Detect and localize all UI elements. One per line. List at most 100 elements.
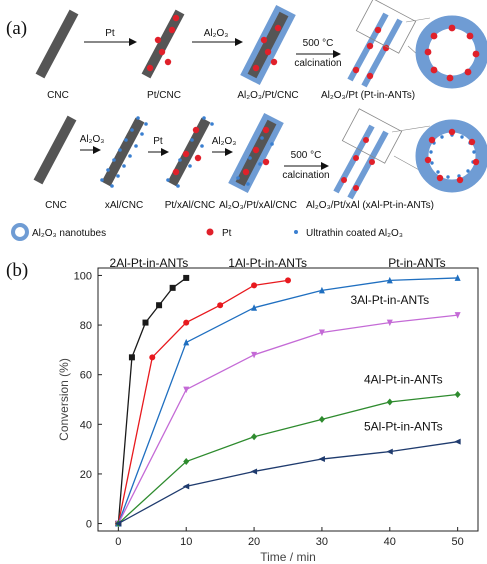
data-point [386, 398, 393, 406]
data-point [251, 433, 258, 441]
legend-ring-label: Al₂O₃ nanotubes [32, 228, 106, 239]
data-point [149, 354, 156, 361]
series-Pt-in-ANTs: Pt-in-ANTs [115, 256, 461, 527]
data-point [318, 415, 325, 423]
y-tick-label: 100 [74, 270, 92, 282]
data-point [251, 282, 258, 289]
row1-nanotube [347, 0, 431, 88]
data-point [318, 329, 325, 337]
series-label: 2Al-Pt-in-ANTs [110, 256, 189, 270]
data-point [142, 319, 149, 326]
row2-label-2: Pt/xAl/CNC [165, 200, 216, 211]
row1-arrow-3-label-line1: 500 °C [303, 38, 334, 49]
red-dot-icon [206, 228, 214, 236]
row2-arrow-2-label: Pt [153, 136, 163, 147]
data-point [183, 338, 190, 346]
series-label: 3Al-Pt-in-ANTs [350, 293, 429, 307]
row1-cross-section-ring [415, 15, 487, 89]
y-tick-label: 20 [80, 469, 92, 481]
data-point [183, 274, 190, 281]
data-point [156, 302, 163, 309]
data-point [250, 468, 258, 475]
series-line [117, 314, 458, 524]
series-label: 4Al-Pt-in-ANTs [364, 372, 443, 386]
y-tick-label: 40 [80, 419, 92, 431]
data-point [183, 458, 190, 466]
data-point [169, 284, 176, 291]
row1-coated-rod [240, 4, 296, 86]
x-tick-label: 50 [452, 536, 464, 548]
row2-coated-rod [228, 112, 284, 194]
row1-label-3: Al₂O₃/Pt (Pt-in-ANTs) [321, 90, 415, 101]
data-point [454, 391, 461, 399]
row1-arrow-3-label-line2: calcination [294, 58, 341, 69]
data-point [183, 386, 190, 394]
y-axis-label: Conversion (%) [57, 358, 71, 441]
series-label: Pt-in-ANTs [388, 256, 445, 270]
row2-label-0: CNC [45, 200, 67, 211]
panel-a-label: (a) [6, 18, 27, 39]
x-axis-label: Time / min [260, 550, 316, 564]
row2-cnc-rod [33, 115, 77, 185]
row1-schematic: Pt Al₂O₃ [35, 0, 487, 101]
row1-label-1: Pt/CNC [147, 90, 181, 101]
series-5Al-Pt-in-ANTs: 5Al-Pt-in-ANTs [114, 420, 461, 527]
panel-b-label: (b) [6, 260, 28, 281]
row1-arrow-1-label: Pt [105, 28, 115, 39]
panel-a: (a) Pt Al₂O₃ [6, 0, 487, 241]
row2-arrow-3-label: Al₂O₃ [212, 136, 237, 147]
data-point [386, 276, 393, 284]
series-1Al-Pt-in-ANTs: 1Al-Pt-in-ANTs [115, 256, 307, 527]
series-line [117, 393, 458, 525]
row1-label-2: Al₂O₃/Pt/CNC [237, 90, 298, 101]
x-tick-label: 40 [384, 536, 396, 548]
row2-xal-cnc-rod [100, 116, 148, 188]
row2-label-1: xAl/CNC [105, 200, 143, 211]
series-line [118, 441, 458, 525]
blue-dot-icon [294, 230, 298, 234]
series-2Al-Pt-in-ANTs: 2Al-Pt-in-ANTs [110, 256, 190, 527]
plot-frame [97, 267, 479, 532]
data-point [454, 312, 461, 319]
row1-arrow-2-label: Al₂O₃ [204, 28, 229, 39]
data-point [251, 351, 258, 359]
x-tick-label: 20 [248, 536, 260, 548]
row1-pt-cnc-rod [141, 9, 185, 79]
legend-ultrathin-label: Ultrathin coated Al₂O₃ [306, 228, 403, 239]
row2-pt-xal-cnc-rod [166, 116, 214, 188]
data-point [251, 304, 258, 311]
row2-label-4: Al₂O₃/Pt/xAl (xAl-Pt-in-ANTs) [306, 200, 434, 211]
row2-cross-section-ring [415, 119, 487, 193]
series-3Al-Pt-in-ANTs: 3Al-Pt-in-ANTs [115, 293, 461, 528]
x-tick-label: 10 [180, 536, 192, 548]
y-tick-label: 60 [80, 370, 92, 382]
series-line [117, 277, 458, 524]
legend-pt-label: Pt [222, 228, 232, 239]
x-tick-label: 0 [115, 536, 121, 548]
data-point [285, 277, 291, 284]
data-point [386, 448, 393, 455]
data-point [183, 319, 190, 326]
data-point [217, 302, 224, 309]
data-point [386, 319, 393, 327]
data-point [454, 438, 461, 445]
row2-arrow-4-label-line2: calcination [282, 170, 329, 181]
row1-cnc-rod [35, 9, 79, 79]
data-point [182, 483, 190, 490]
series-line [117, 277, 187, 524]
ring-icon [11, 223, 29, 241]
y-tick-label: 80 [80, 320, 92, 332]
row2-nanotube [333, 108, 431, 200]
row2-arrow-4-label-line1: 500 °C [291, 150, 322, 161]
row2-label-3: Al₂O₃/Pt/xAl/CNC [219, 200, 297, 211]
panel-a-legend: Al₂O₃ nanotubes Pt Ultrathin coated Al₂O… [11, 223, 403, 241]
data-point [318, 286, 325, 294]
row1-label-0: CNC [47, 90, 69, 101]
series-4Al-Pt-in-ANTs: 4Al-Pt-in-ANTs [115, 372, 461, 528]
y-tick-label: 0 [86, 519, 92, 531]
data-point [114, 520, 122, 527]
